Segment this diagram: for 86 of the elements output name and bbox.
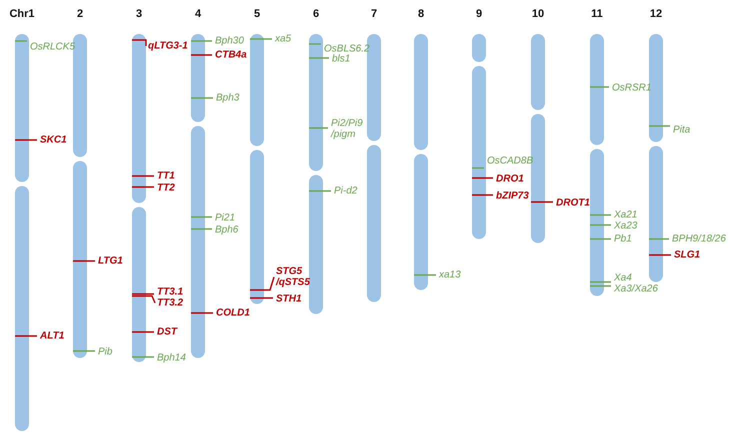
marker-line <box>649 125 670 127</box>
gene-label: Xa21 <box>614 210 638 220</box>
gene-label: Bph14 <box>157 352 186 364</box>
marker-line <box>191 228 212 230</box>
chromosome-number: 5 <box>252 8 262 21</box>
gene-label: Pi2/Pi9 /pigm <box>331 118 375 140</box>
marker-line <box>132 175 154 177</box>
gene-label: bZIP73 <box>496 190 529 202</box>
gene-label: SLG1 <box>674 250 700 260</box>
gene-label: TT3.1 <box>157 286 184 298</box>
gene-label: DRO1 <box>496 174 524 184</box>
marker-line <box>132 293 154 295</box>
marker-line <box>590 224 611 226</box>
gene-label: TT3.2 <box>157 298 184 308</box>
gene-label: Pib <box>98 346 112 358</box>
marker-line <box>191 97 213 99</box>
gene-label: SKC1 <box>40 134 67 146</box>
marker-line <box>15 40 27 42</box>
gene-label: Pi-d2 <box>334 186 358 196</box>
chromosome-number: 6 <box>312 8 320 21</box>
gene-label: Xa3/Xa26 <box>614 284 658 294</box>
marker-line <box>590 214 611 216</box>
marker-line <box>472 167 484 169</box>
chromosome-number: 4 <box>194 8 202 21</box>
gene-label: bls1 <box>332 54 350 64</box>
marker-line <box>132 356 154 358</box>
marker-line <box>309 57 329 59</box>
marker-line <box>649 254 671 256</box>
marker-line <box>73 350 95 352</box>
chromosome-number: 12 <box>648 8 664 21</box>
marker-line <box>472 177 493 179</box>
marker-line <box>414 274 436 276</box>
marker-line <box>132 39 147 46</box>
gene-label: TT1 <box>157 170 175 182</box>
gene-label: Pi21 <box>215 212 236 224</box>
marker-line <box>191 216 212 218</box>
marker-line <box>191 312 213 314</box>
marker-line <box>309 127 328 129</box>
marker-line <box>250 276 275 291</box>
marker-line <box>472 194 493 196</box>
chromosome-number: 8 <box>416 8 426 21</box>
gene-label: Xa4 <box>614 272 632 284</box>
marker-line <box>590 285 611 287</box>
chromosome-number: 7 <box>370 8 378 21</box>
marker-line <box>309 190 331 192</box>
gene-label: Xa23 <box>614 220 638 232</box>
gene-label: DROT1 <box>556 198 590 208</box>
marker-line <box>309 43 321 45</box>
marker-line <box>250 297 273 299</box>
marker-line <box>15 139 37 141</box>
chromosome-number: Chr1 <box>8 8 36 21</box>
gene-label: LTG1 <box>98 256 123 266</box>
marker-line <box>15 335 37 337</box>
gene-label: ALT1 <box>40 330 64 342</box>
marker-line <box>132 295 156 304</box>
marker-line <box>590 238 611 240</box>
gene-label: Pita <box>673 124 690 136</box>
chromosome-number: 9 <box>474 8 484 21</box>
chromosome-number: 2 <box>76 8 84 21</box>
marker-line <box>250 38 272 40</box>
gene-label: CTB4a <box>215 50 247 60</box>
gene-label: STH1 <box>276 294 302 304</box>
marker-line <box>590 281 611 283</box>
gene-label: qLTG3-1 <box>148 40 188 52</box>
chromosome-number: 10 <box>530 8 546 21</box>
gene-label: Bph3 <box>216 92 240 104</box>
marker-line <box>531 201 553 203</box>
gene-label: DST <box>157 326 177 338</box>
chromosome-number: 3 <box>134 8 144 21</box>
gene-label: xa5 <box>275 34 292 44</box>
marker-line <box>649 238 669 240</box>
gene-label: xa13 <box>439 270 461 280</box>
marker-line <box>590 86 609 88</box>
marker-line <box>132 331 154 333</box>
gene-label: Bph6 <box>215 224 238 236</box>
gene-label: Pb1 <box>614 234 632 244</box>
chromosome-number: 11 <box>590 8 604 21</box>
marker-line <box>132 186 154 188</box>
gene-label: Bph30 <box>215 36 244 46</box>
marker-line <box>191 54 212 56</box>
gene-label: COLD1 <box>216 308 250 318</box>
gene-label: BPH9/18/26 <box>672 234 726 244</box>
gene-label: STG5 /qSTS5 <box>276 266 318 288</box>
gene-label: TT2 <box>157 182 175 194</box>
marker-line <box>191 40 212 42</box>
marker-line <box>73 260 95 262</box>
